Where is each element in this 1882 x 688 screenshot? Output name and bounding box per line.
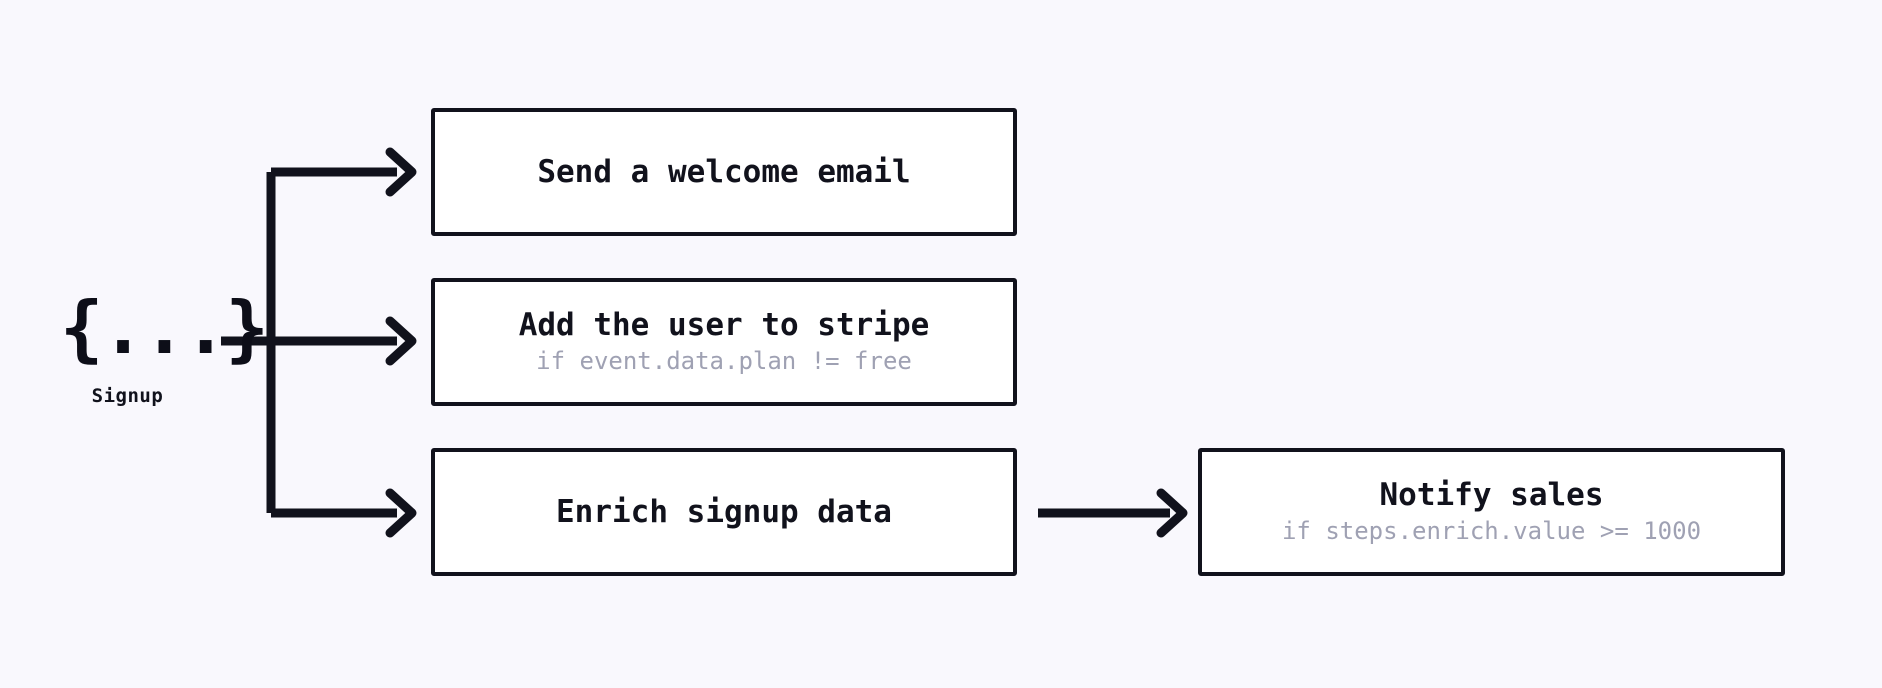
step-condition: if event.data.plan != free bbox=[536, 346, 912, 375]
step-node-add-stripe[interactable]: Add the user to stripe if event.data.pla… bbox=[431, 278, 1017, 406]
arrowhead-add-stripe-icon bbox=[385, 316, 417, 366]
json-braces-icon: {...} bbox=[60, 286, 269, 370]
step-title: Enrich signup data bbox=[556, 493, 892, 530]
step-title: Send a welcome email bbox=[537, 153, 911, 190]
step-title: Notify sales bbox=[1379, 477, 1604, 514]
trigger-node[interactable]: {...} Signup bbox=[60, 285, 269, 407]
trigger-label: Signup bbox=[91, 385, 164, 407]
step-node-enrich-data[interactable]: Enrich signup data bbox=[431, 448, 1017, 576]
arrowhead-welcome-email-icon bbox=[385, 147, 417, 197]
step-node-welcome-email[interactable]: Send a welcome email bbox=[431, 108, 1017, 236]
step-node-notify-sales[interactable]: Notify sales if steps.enrich.value >= 10… bbox=[1198, 448, 1785, 576]
arrowhead-enrich-data-icon bbox=[385, 488, 417, 538]
arrowhead-notify-sales-icon bbox=[1156, 488, 1188, 538]
step-condition: if steps.enrich.value >= 1000 bbox=[1281, 516, 1702, 545]
step-title: Add the user to stripe bbox=[518, 307, 930, 344]
